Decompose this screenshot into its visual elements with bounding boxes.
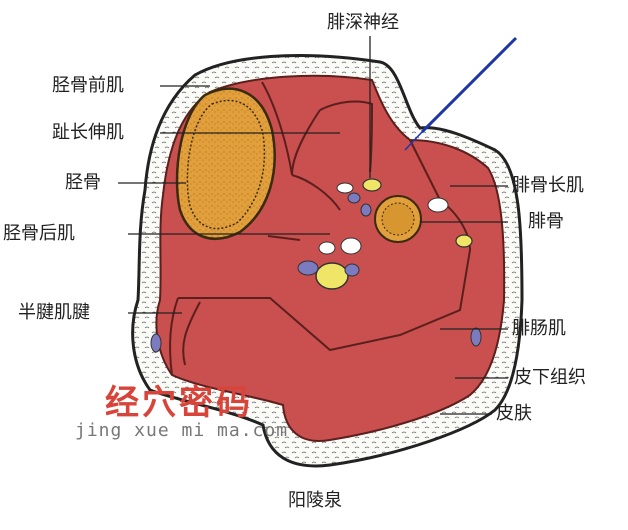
label-subcutaneous-tissue: 皮下组织 xyxy=(514,367,586,388)
label-tibialis-anterior: 胫骨前肌 xyxy=(52,75,124,96)
deep-peroneal-nerve xyxy=(362,178,382,192)
label-gastrocnemius: 腓肠肌 xyxy=(512,318,566,339)
fibula-inner xyxy=(381,202,415,236)
superficial-peroneal-nerve xyxy=(455,234,473,248)
acupuncture-needle xyxy=(420,36,518,134)
label-deep-peroneal-nerve: 腓深神经 xyxy=(327,12,399,33)
label-extensor-digitorum-longus: 趾长伸肌 xyxy=(52,122,124,143)
label-skin: 皮肤 xyxy=(496,403,532,424)
vessel xyxy=(344,263,360,277)
watermark-chinese: 经穴密码 xyxy=(105,383,253,423)
tibial-nerve xyxy=(315,262,349,290)
label-peroneus-longus: 腓骨长肌 xyxy=(512,175,584,196)
label-fibula: 腓骨 xyxy=(528,211,564,232)
label-tibialis-posterior: 胫骨后肌 xyxy=(3,223,75,244)
label-semitendinosus-tendon: 半腱肌腱 xyxy=(18,302,90,323)
vessel xyxy=(318,241,336,255)
white-septum xyxy=(427,197,449,213)
vessel xyxy=(347,192,361,204)
vessel xyxy=(150,333,162,353)
acupoint-caption: 阳陵泉 xyxy=(288,490,342,511)
tibia-bone xyxy=(175,87,276,240)
vessel xyxy=(340,237,362,255)
vessel xyxy=(297,260,319,276)
vessel xyxy=(336,182,354,194)
vessel xyxy=(470,327,482,347)
watermark-url: jing xue mi ma.com xyxy=(75,420,289,441)
label-tibia: 胫骨 xyxy=(65,172,101,193)
needle-tip xyxy=(404,131,423,151)
tibia-cortex xyxy=(186,99,266,230)
vessel xyxy=(360,203,372,217)
leader-lines xyxy=(118,36,508,415)
